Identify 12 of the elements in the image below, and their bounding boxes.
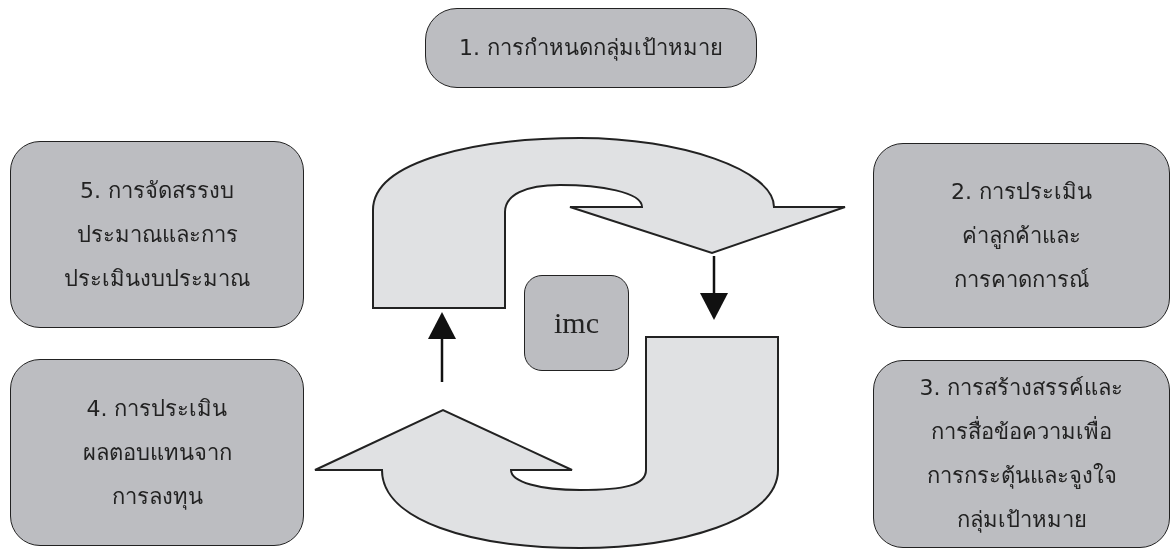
step-text: 3. การสร้างสรรค์และการสื่อข้อความเพื่อการกระตุ้นและจูงใจกลุ่มเป้าหมาย bbox=[918, 374, 1125, 535]
step-box bbox=[873, 360, 1170, 548]
step-box bbox=[873, 143, 1170, 328]
step-box bbox=[10, 359, 304, 546]
step-text: 4. การประเมินผลตอบแทนจากการลงทุน bbox=[81, 394, 233, 512]
step-text: imc bbox=[554, 305, 599, 341]
step-box bbox=[10, 141, 304, 328]
step-text: 5. การจัดสรรงบประมาณและการประเมินงบประมาณ bbox=[63, 176, 251, 293]
step-text: 1. การกำหนดกลุ่มเป้าหมาย bbox=[459, 34, 723, 63]
center-box bbox=[524, 275, 629, 371]
step-text: 2. การประเมินค่าลูกค้าและการคาดการณ์ bbox=[950, 177, 1093, 294]
step-box bbox=[425, 8, 757, 88]
